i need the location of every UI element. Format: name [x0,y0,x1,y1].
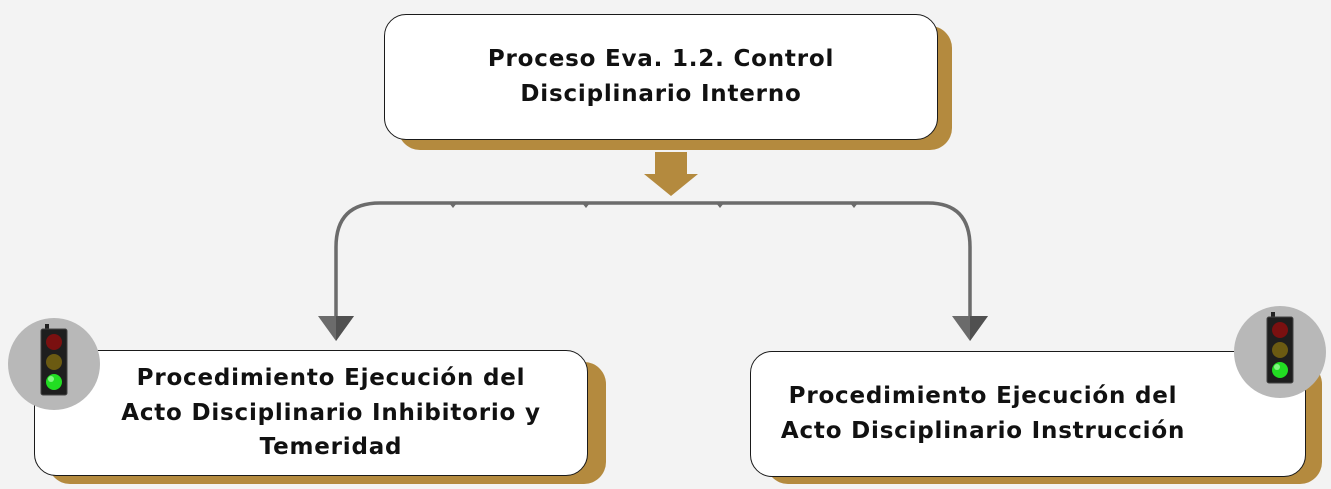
root-node-label: Proceso Eva. 1.2. Control Disciplinario … [487,46,835,107]
left-child-node-label: Procedimiento Ejecución del Acto Discipl… [121,364,541,461]
connector-right [671,201,972,318]
arrowhead-right [952,316,988,341]
root-node[interactable]: Proceso Eva. 1.2. Control Disciplinario … [384,14,938,140]
connector-ticks [449,203,858,208]
right-child-node[interactable]: Procedimiento Ejecución del Acto Discipl… [750,351,1306,477]
arrowhead-left [318,316,354,341]
left-child-node[interactable]: Procedimiento Ejecución del Acto Discipl… [34,350,588,476]
root-down-arrow [644,152,698,196]
traffic-light-icon [8,318,100,410]
connector-left [334,201,671,318]
right-child-node-label: Procedimiento Ejecución del Acto Discipl… [780,383,1186,444]
traffic-light-icon [1234,306,1326,398]
